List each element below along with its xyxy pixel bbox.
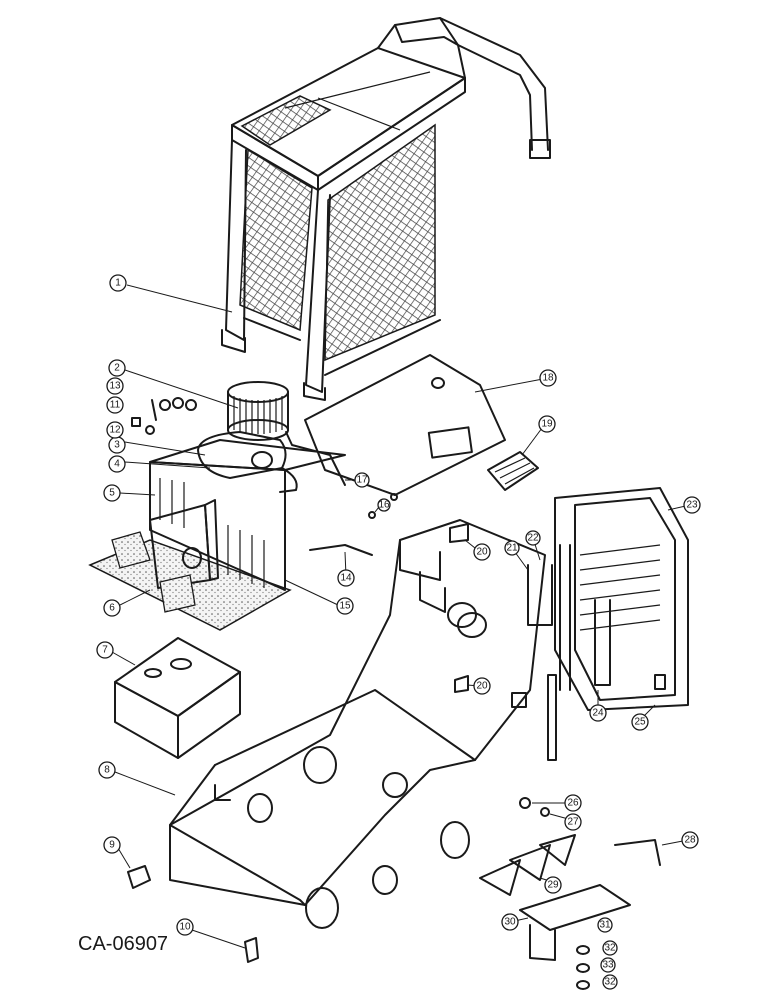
main-frame [169, 519, 546, 929]
callout-6: 6 [103, 599, 121, 617]
svg-text:22: 22 [527, 533, 539, 544]
callout-16: 16 [377, 498, 391, 512]
floor-panel [304, 354, 506, 496]
callout-29: 29 [544, 876, 562, 894]
svg-text:27: 27 [567, 817, 579, 828]
svg-text:19: 19 [541, 419, 553, 430]
callout-22: 22 [525, 530, 541, 546]
svg-text:7: 7 [102, 645, 108, 656]
drawing-number: CA-06907 [78, 933, 168, 955]
svg-text:9: 9 [109, 840, 115, 851]
svg-text:29: 29 [547, 880, 559, 891]
callout-25: 25 [631, 713, 649, 731]
svg-text:1: 1 [115, 278, 121, 289]
air-cleaner-assembly [197, 381, 298, 493]
svg-text:25: 25 [634, 717, 646, 728]
svg-text:15: 15 [339, 601, 351, 612]
svg-text:12: 12 [109, 425, 121, 436]
callout-15: 15 [336, 597, 354, 615]
callout-26: 26 [564, 794, 582, 812]
svg-text:13: 13 [109, 381, 121, 392]
callout-20b: 20 [473, 677, 491, 695]
callout-21: 21 [504, 540, 520, 556]
svg-text:10: 10 [179, 922, 191, 933]
callout-27: 27 [564, 813, 582, 831]
leader-lines [111, 284, 691, 949]
foot-pedal [487, 451, 539, 491]
svg-text:31: 31 [599, 920, 611, 931]
svg-text:17: 17 [356, 475, 368, 486]
svg-text:33: 33 [602, 960, 614, 971]
battery-compartment [88, 439, 346, 631]
svg-text:21: 21 [506, 543, 518, 554]
callout-17: 17 [354, 472, 370, 488]
fuel-tank [114, 637, 241, 759]
svg-text:8: 8 [104, 765, 110, 776]
svg-text:32: 32 [604, 977, 616, 988]
svg-text:20: 20 [476, 681, 488, 692]
svg-text:5: 5 [109, 488, 115, 499]
callout-2: 2 [108, 359, 126, 377]
svg-text:4: 4 [114, 459, 120, 470]
callout-32b: 32 [602, 974, 618, 990]
callout-14: 14 [337, 569, 355, 587]
svg-text:30: 30 [504, 917, 516, 928]
callout-19: 19 [538, 415, 556, 433]
svg-text:16: 16 [378, 500, 390, 511]
callout-20a: 20 [473, 543, 491, 561]
callout-13: 13 [106, 377, 124, 395]
svg-text:23: 23 [686, 500, 698, 511]
callout-31: 31 [597, 917, 613, 933]
svg-text:14: 14 [340, 573, 352, 584]
svg-text:28: 28 [684, 835, 696, 846]
callout-12: 12 [106, 421, 124, 439]
rops-canopy-frame [221, 17, 551, 401]
svg-text:24: 24 [592, 708, 604, 719]
callout-33: 33 [600, 957, 616, 973]
svg-text:32: 32 [604, 943, 616, 954]
svg-text:18: 18 [542, 373, 554, 384]
callout-5: 5 [103, 484, 121, 502]
callout-4: 4 [108, 455, 126, 473]
svg-text:3: 3 [114, 440, 120, 451]
callout-11: 11 [106, 396, 124, 414]
svg-text:11: 11 [110, 400, 121, 411]
callout-7: 7 [96, 641, 114, 659]
hardware-parts [127, 397, 661, 990]
callout-8: 8 [98, 761, 116, 779]
callout-18: 18 [539, 369, 557, 387]
svg-text:6: 6 [109, 603, 115, 614]
callout-28: 28 [681, 831, 699, 849]
callout-9: 9 [103, 836, 121, 854]
callout-10: 10 [176, 918, 194, 936]
callout-32a: 32 [602, 940, 618, 956]
svg-text:20: 20 [476, 547, 488, 558]
callout-1: 1 [109, 274, 127, 292]
callout-30: 30 [501, 913, 519, 931]
callout-23: 23 [683, 496, 701, 514]
callout-24: 24 [589, 704, 607, 722]
svg-text:2: 2 [114, 363, 120, 374]
svg-text:26: 26 [567, 798, 579, 809]
radiator-grille [527, 487, 689, 761]
callout-3: 3 [108, 436, 126, 454]
